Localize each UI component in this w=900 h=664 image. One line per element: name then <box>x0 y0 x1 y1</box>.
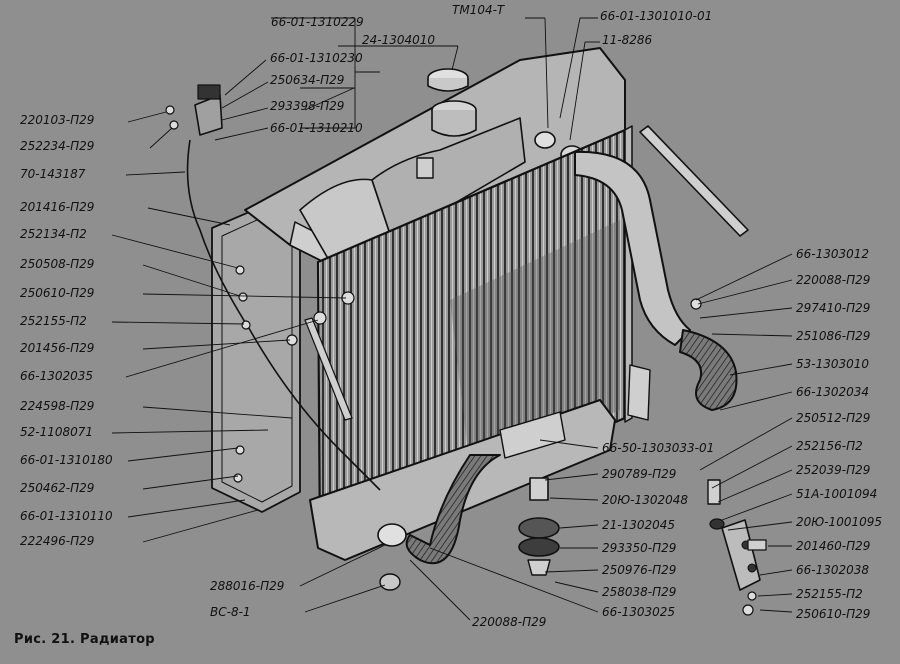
part-label: 293398-П29 <box>270 99 344 113</box>
part-label: 66-1303025 <box>602 605 675 619</box>
part-label: 252234-П29 <box>20 139 94 153</box>
part-label: 222496-П29 <box>20 534 94 548</box>
part-label: 290789-П29 <box>602 467 676 481</box>
part-label: 250508-П29 <box>20 257 94 271</box>
part-label: 220088-П29 <box>796 273 870 287</box>
part-label: 252156-П2 <box>796 439 863 453</box>
part-label: 201456-П29 <box>20 341 94 355</box>
part-label: 297410-П29 <box>796 301 870 315</box>
part-label: 220103-П29 <box>20 113 94 127</box>
part-label: ВС-8-1 <box>210 605 251 619</box>
part-label: 11-8286 <box>602 33 653 47</box>
part-label: 51А-1001094 <box>796 487 877 501</box>
part-label: 293350-П29 <box>602 541 676 555</box>
part-label: 220088-П29 <box>472 615 546 629</box>
part-label: 70-143187 <box>20 167 86 181</box>
part-label: 66-01-1310230 <box>270 51 363 65</box>
part-label: 251086-П29 <box>796 329 870 343</box>
part-label: 66-01-1301010-01 <box>600 9 712 23</box>
part-label: 288016-П29 <box>210 579 284 593</box>
part-label: 252039-П29 <box>796 463 870 477</box>
part-label: 66-01-1310210 <box>270 121 363 135</box>
part-label: 250610-П29 <box>20 286 94 300</box>
part-label: 250512-П29 <box>796 411 870 425</box>
part-label: 252155-П2 <box>20 314 87 328</box>
leader-lines <box>111 17 793 621</box>
part-label: 66-50-1303033-01 <box>602 441 714 455</box>
part-label: 21-1302045 <box>602 518 675 532</box>
part-label: 66-1302038 <box>796 563 869 577</box>
figure-caption: Рис. 21. Радиатор <box>14 632 155 647</box>
part-label: 66-1303012 <box>796 247 869 261</box>
part-label: 53-1303010 <box>796 357 869 371</box>
part-label: 224598-П29 <box>20 399 94 413</box>
part-label: 52-1108071 <box>20 425 93 439</box>
part-label: 250976-П29 <box>602 563 676 577</box>
part-label: 252134-П2 <box>20 227 87 241</box>
part-label: 252155-П2 <box>796 587 863 601</box>
part-label: 66-01-1310110 <box>20 509 113 523</box>
part-label: 66-1302035 <box>20 369 93 383</box>
callout-labels: 66-01-1310229 24-1304010 ТМ104-Т 66-01-1… <box>20 3 882 629</box>
radiator-drawing <box>165 47 767 616</box>
part-label: 66-1302034 <box>796 385 869 399</box>
part-label: 250610-П29 <box>796 607 870 621</box>
part-label: 250634-П29 <box>270 73 344 87</box>
part-label: ТМ104-Т <box>452 3 506 17</box>
part-label: 66-01-1310180 <box>20 453 113 467</box>
part-label: 20Ю-1001095 <box>796 515 882 529</box>
part-label: 250462-П29 <box>20 481 94 495</box>
part-label: 20Ю-1302048 <box>602 493 688 507</box>
part-label: 24-1304010 <box>362 33 435 47</box>
part-label: 66-01-1310229 <box>271 15 364 29</box>
part-label: 201460-П29 <box>796 539 870 553</box>
part-label: 258038-П29 <box>602 585 676 599</box>
part-label: 201416-П29 <box>20 200 94 214</box>
